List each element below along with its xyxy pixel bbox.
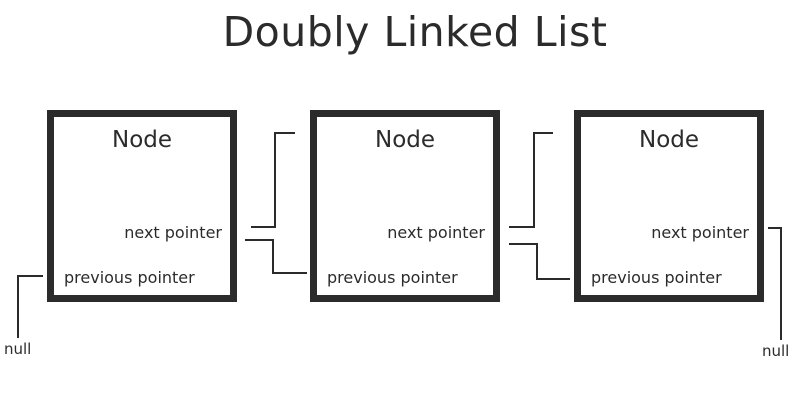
next-pointer-label: next pointer [387,223,485,242]
previous-pointer-label: previous pointer [591,268,722,287]
previous-pointer-label: previous pointer [64,268,195,287]
prev-link-2-1 [245,239,307,274]
null-end-label: null [762,342,790,360]
next-pointer-label: next pointer [651,223,749,242]
next-link-2-3 [509,132,553,228]
diagram-title: Doubly Linked List [222,8,608,56]
next-null-link [768,227,782,340]
node-box-1: Node next pointer previous pointer [47,110,237,302]
prev-null-link [17,275,43,338]
prev-link-3-2 [509,243,570,280]
previous-pointer-label: previous pointer [327,268,458,287]
next-pointer-label: next pointer [124,223,222,242]
next-link-1-2 [251,132,295,228]
node-title: Node [374,127,436,153]
node-title: Node [111,127,173,153]
node-box-2: Node next pointer previous pointer [310,110,500,302]
node-title: Node [638,127,700,153]
null-start-label: null [4,340,32,358]
node-box-3: Node next pointer previous pointer [574,110,764,302]
